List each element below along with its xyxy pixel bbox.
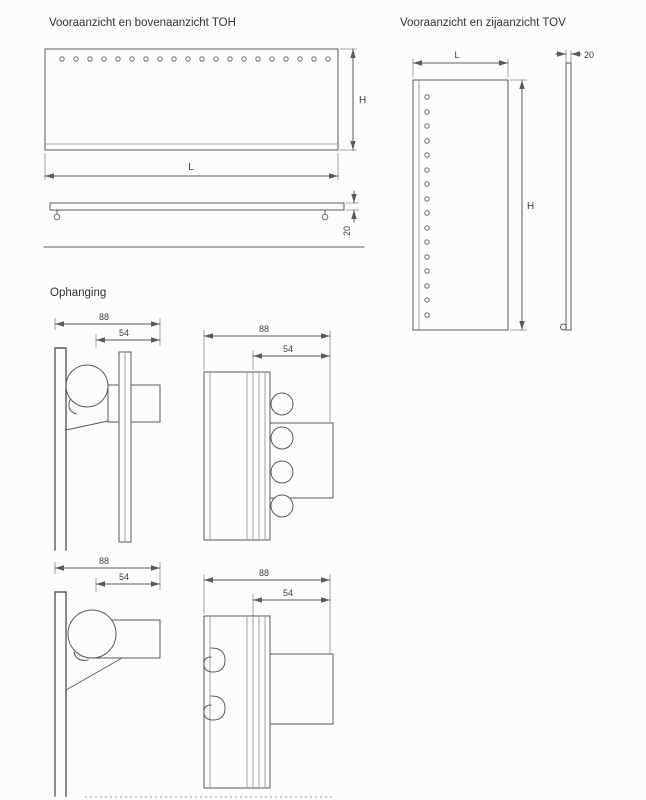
svg-text:54: 54: [119, 328, 129, 338]
toh-dim-length-label: L: [188, 162, 194, 173]
toh-hole-row: [59, 56, 331, 62]
detail2-panel-profile: [203, 371, 271, 541]
tov-side-view: [560, 62, 572, 331]
tov-panel-outline: [412, 79, 509, 331]
toh-dim-thickness-label: 20: [342, 226, 352, 236]
svg-text:88: 88: [259, 568, 269, 578]
toh-dimension-thickness: 20: [342, 190, 359, 236]
detail4-panel-profile: [203, 615, 271, 789]
detail3-dimension-88: 88: [54, 556, 161, 590]
tov-view: Vooraanzicht en zijaanzicht TOV L: [400, 17, 594, 331]
tov-title: Vooraanzicht en zijaanzicht TOV: [400, 17, 566, 29]
tov-dimension-length: L: [412, 50, 509, 77]
toh-title: Vooraanzicht en bovenaanzicht TOH: [49, 17, 236, 29]
toh-left-hook: [53, 213, 61, 221]
tov-dim-length-label: L: [454, 50, 459, 60]
toh-front-view: [44, 48, 339, 151]
detail1-clamp-lip: [68, 399, 77, 415]
detail3-dimension-54: 54: [95, 572, 161, 592]
ophanging-title: Ophanging: [50, 287, 106, 299]
toh-dim-height-label: H: [359, 95, 366, 106]
toh-dimension-length: L: [44, 153, 339, 180]
toh-panel-outline: [44, 48, 339, 151]
detail4-rail-box: [269, 653, 334, 725]
detail4-profile-ribs: [209, 616, 266, 788]
hanger-detail-1: 88 54: [54, 312, 161, 551]
detail2-round-hooks: [270, 392, 294, 518]
tov-strip-outline: [565, 62, 572, 331]
detail1-support-line: [65, 420, 109, 431]
tov-dim-height-label: H: [527, 201, 534, 212]
tov-dimension-thickness: 20: [555, 50, 594, 63]
detail4-dimension-54: 54: [252, 588, 331, 616]
detail4-dimension-88: 88: [203, 568, 331, 654]
tov-front-view: [412, 79, 509, 331]
svg-text:54: 54: [283, 588, 293, 598]
detail2-dimension-88: 88: [203, 324, 331, 422]
detail4-spring-hooks: [203, 647, 226, 721]
tov-hole-column: [424, 94, 430, 318]
toh-top-view: [43, 202, 365, 248]
detail1-wall-post: [54, 347, 67, 551]
tov-dim-thickness-label: 20: [584, 50, 594, 60]
detail1-bracket: [107, 384, 161, 423]
hanger-detail-3: 88 54: [54, 556, 161, 797]
toh-strip-outline: [49, 202, 345, 211]
hanger-detail-2: 88 54: [203, 324, 334, 541]
tov-bottom-hook: [560, 323, 567, 331]
svg-text:88: 88: [99, 556, 109, 566]
svg-text:88: 88: [99, 312, 109, 322]
hanger-detail-4: 88 54: [203, 568, 334, 789]
detail1-tube: [65, 364, 109, 408]
detail3-support-line: [65, 657, 123, 691]
ophanging-section: Ophanging 88 54: [50, 287, 334, 798]
svg-text:88: 88: [259, 324, 269, 334]
svg-text:54: 54: [283, 344, 293, 354]
tov-dimension-height: H: [510, 79, 534, 331]
detail2-dimension-54: 54: [252, 344, 331, 370]
detail3-wall-post: [54, 591, 67, 797]
toh-dimension-height: H: [340, 48, 366, 151]
detail3-clamp-lip: [73, 651, 89, 661]
detail1-dimension-54: 54: [95, 328, 161, 348]
toh-right-hook: [321, 213, 329, 221]
svg-text:54: 54: [119, 572, 129, 582]
detail1-dimension-88: 88: [54, 312, 161, 346]
detail2-profile-ribs: [209, 372, 266, 540]
toh-view: Vooraanzicht en bovenaanzicht TOH H: [43, 17, 366, 248]
detail3-tube: [67, 609, 117, 659]
